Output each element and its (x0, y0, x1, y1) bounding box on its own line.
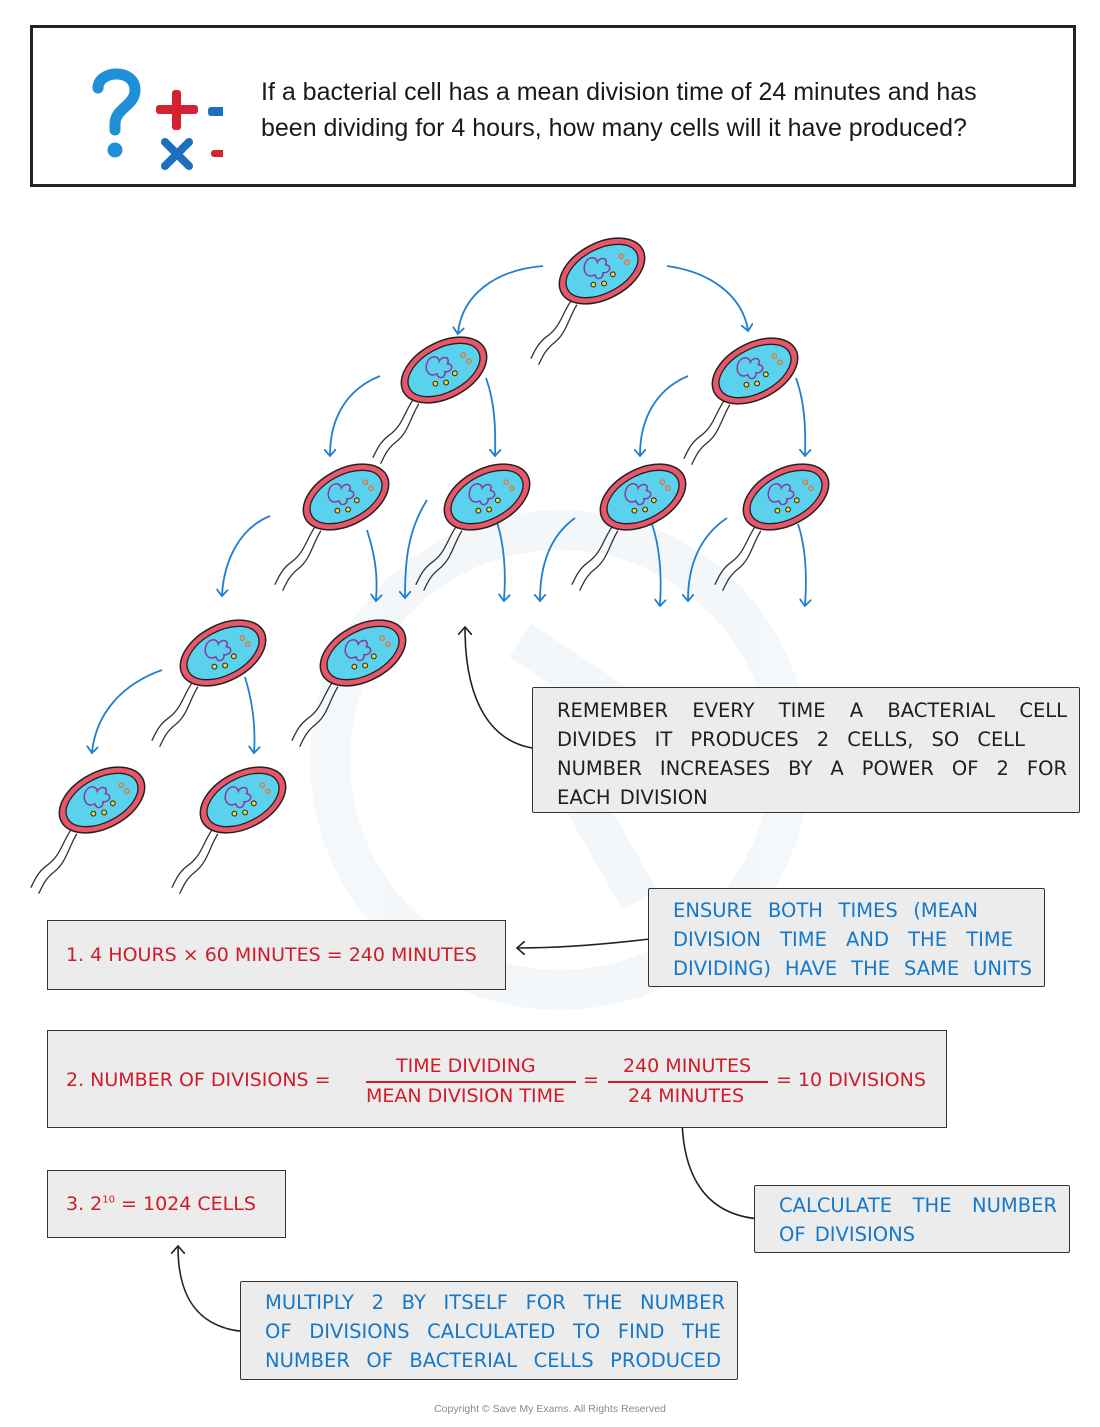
note-power-of-two: REMEMBER EVERY TIME A BACTERIAL CELL DIV… (532, 687, 1080, 813)
division-arrow (244, 676, 255, 752)
bacterial-cell (683, 337, 799, 466)
fraction-2-bar (608, 1081, 768, 1083)
division-arrow (651, 523, 661, 605)
step-2-equals: = (583, 1069, 599, 1091)
bacterial-cell (30, 766, 146, 895)
note-multiply-line-2: OF DIVISIONS CALCULATED TO FIND THE (265, 1320, 721, 1343)
division-arrow (222, 515, 271, 595)
note-multiply-line-1: MULTIPLY 2 BY ITSELF FOR THE NUMBER (265, 1291, 725, 1314)
note-multiply-line-3: NUMBER OF BACTERIAL CELLS PRODUCED (265, 1349, 721, 1372)
step-3-prefix: 3. 2 (66, 1193, 103, 1215)
note-power-line-4: EACH DIVISION (557, 786, 708, 809)
division-arrows (92, 265, 806, 752)
step-3-box: 3. 210 = 1024 CELLS (47, 1170, 286, 1238)
note-power-line-3: NUMBER INCREASES BY A POWER OF 2 FOR (557, 757, 1067, 780)
step-3-exponent: 10 (102, 1194, 115, 1206)
note-power-line-1: REMEMBER EVERY TIME A BACTERIAL CELL (557, 699, 1067, 722)
division-arrow (92, 669, 163, 752)
division-arrow (330, 375, 381, 455)
bacterial-cell (530, 237, 646, 366)
note-same-units: ENSURE BOTH TIMES (MEAN DIVISION TIME AN… (648, 888, 1045, 987)
fraction-1-denominator: MEAN DIVISION TIME (366, 1085, 565, 1107)
division-arrow (366, 529, 377, 600)
bacterial-cell (171, 766, 287, 895)
bacterial-cell (151, 619, 267, 748)
fraction-2-numerator: 240 MINUTES (623, 1055, 752, 1077)
step-2-label: 2. NUMBER OF DIVISIONS = (66, 1069, 331, 1091)
note-calc-line-1: CALCULATE THE NUMBER (779, 1194, 1057, 1217)
note-units-line-3: DIVIDING) HAVE THE SAME UNITS (673, 957, 1032, 980)
connector-multiply (178, 1247, 251, 1333)
math-operations-icon (92, 68, 223, 170)
question-line-1: If a bacterial cell has a mean division … (261, 78, 977, 106)
step-2-box: 2. NUMBER OF DIVISIONS = TIME DIVIDING M… (47, 1030, 947, 1128)
step-1-box: 1. 4 HOURS × 60 MINUTES = 240 MINUTES (47, 920, 506, 990)
step-3-suffix: = 1024 CELLS (115, 1193, 256, 1215)
division-arrow (540, 517, 576, 600)
step-1-text: 1. 4 HOURS × 60 MINUTES = 240 MINUTES (66, 944, 477, 966)
question-box: If a bacterial cell has a mean division … (30, 25, 1076, 187)
division-arrow (795, 377, 805, 455)
division-arrow (458, 265, 544, 333)
bacterial-cell (714, 463, 830, 592)
note-calculate-divisions: CALCULATE THE NUMBER OF DIVISIONS (754, 1185, 1070, 1253)
step-2-result: = 10 DIVISIONS (776, 1069, 926, 1091)
bacterial-cells (30, 237, 830, 895)
bacterial-cell (571, 463, 687, 592)
connector-same-units (518, 937, 659, 948)
question-text: If a bacterial cell has a mean division … (261, 74, 1061, 146)
division-arrow (485, 377, 495, 455)
division-arrow (797, 523, 806, 605)
question-line-2: been dividing for 4 hours, how many cell… (261, 114, 967, 142)
division-arrow (405, 499, 428, 597)
fraction-1-numerator: TIME DIVIDING (396, 1055, 536, 1077)
division-arrow (666, 265, 748, 330)
note-units-line-2: DIVISION TIME AND THE TIME (673, 928, 1013, 951)
division-arrow (640, 375, 689, 455)
connector-calculate-divisions (682, 1115, 761, 1220)
fraction-2-denominator: 24 MINUTES (628, 1085, 745, 1107)
note-multiply: MULTIPLY 2 BY ITSELF FOR THE NUMBER OF D… (240, 1281, 738, 1380)
step-3-text: 3. 210 = 1024 CELLS (66, 1193, 256, 1215)
note-units-line-1: ENSURE BOTH TIMES (MEAN (673, 899, 978, 922)
bacterial-cell (291, 619, 407, 748)
bacterial-cell (415, 463, 531, 592)
note-power-line-2: DIVIDES IT PRODUCES 2 CELLS, SO CELL (557, 728, 1025, 751)
bacterial-cell (372, 336, 488, 465)
note-calc-line-2: OF DIVISIONS (779, 1223, 916, 1246)
fraction-1-bar (366, 1081, 576, 1083)
copyright: Copyright © Save My Exams. All Rights Re… (434, 1403, 666, 1415)
connector-power-of-two (465, 628, 541, 750)
division-arrow (496, 521, 505, 600)
bacterial-cell (274, 463, 390, 592)
division-arrow (688, 517, 728, 600)
